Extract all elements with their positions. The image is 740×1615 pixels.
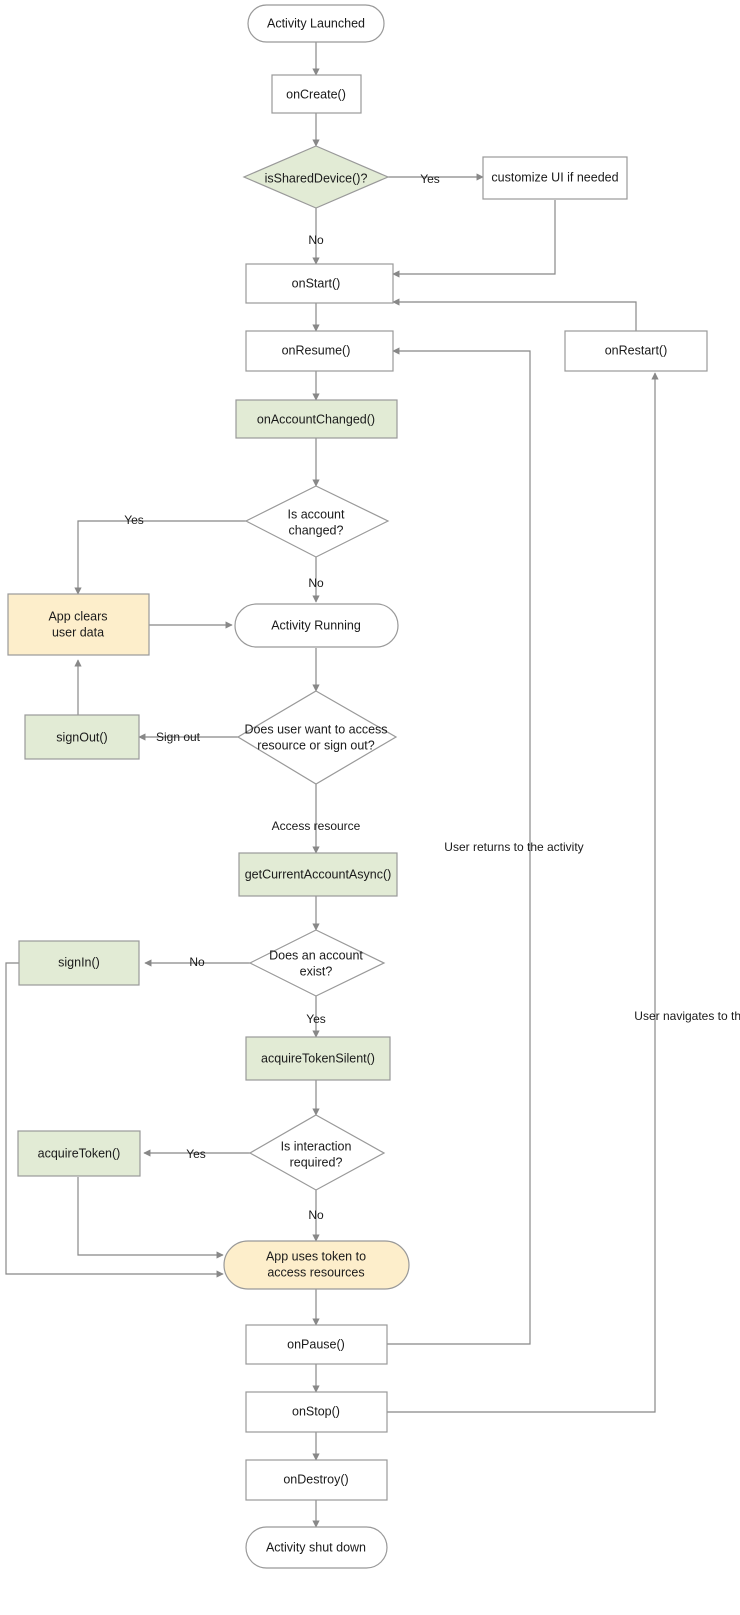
node-getcurrentaccountasync[interactable]: getCurrentAccountAsync() — [238, 852, 398, 897]
edge-label-access-resource: Access resource — [272, 819, 361, 833]
node-isshareddevice-label: isSharedDevice()? — [265, 171, 368, 185]
node-ondestroy-label: onDestroy() — [283, 1472, 348, 1486]
edge-label-user-returns: User returns to the activity — [444, 840, 583, 854]
node-doesuserwant-label-line1: Does user want to access — [244, 722, 387, 736]
node-app-uses-token[interactable]: App uses token to access resources — [223, 1240, 410, 1290]
node-doesuserwant-label-line2: resource or sign out? — [257, 738, 374, 752]
node-app-clears-label-line1: App clears — [48, 609, 107, 623]
node-isaccountchanged-label-line1: Is account — [288, 507, 346, 521]
node-acquiretoken[interactable]: acquireToken() — [17, 1130, 141, 1177]
node-ondestroy[interactable]: onDestroy() — [245, 1459, 388, 1501]
node-onstop[interactable]: onStop() — [245, 1391, 388, 1433]
node-signout[interactable]: signOut() — [24, 714, 140, 760]
node-acquiretoken-label: acquireToken() — [38, 1146, 121, 1160]
node-onresume[interactable]: onResume() — [245, 330, 394, 372]
edge-label-interaction-required-yes: Yes — [186, 1147, 206, 1161]
edge-onstop-to-onrestart — [387, 372, 659, 1413]
edge-label-interaction-required-no: No — [308, 1208, 324, 1222]
edge-onrestart-to-onstart — [392, 298, 637, 331]
edge-label-account-changed-no: No — [308, 576, 324, 590]
node-doesaccountexist-label-line2: exist? — [300, 964, 333, 978]
edge-label-shared-device-no: No — [308, 233, 324, 247]
node-signin-label: signIn() — [58, 955, 100, 969]
edge-labels-layer: Yes No Yes No Sign out Access resource N… — [124, 172, 740, 1222]
node-onrestart-label: onRestart() — [605, 343, 668, 357]
node-doesaccountexist-decision[interactable]: Does an account exist? — [248, 929, 386, 997]
node-oncreate-label: onCreate() — [286, 87, 346, 101]
node-onresume-label: onResume() — [282, 343, 351, 357]
node-acquiretokensilent-label: acquireTokenSilent() — [261, 1051, 375, 1065]
node-onpause-label: onPause() — [287, 1337, 345, 1351]
edge-label-shared-device-yes: Yes — [420, 172, 440, 186]
node-isshareddevice-decision[interactable]: isSharedDevice()? — [242, 145, 390, 209]
node-signin[interactable]: signIn() — [18, 940, 140, 986]
node-app-clears-user-data[interactable]: App clears user data — [7, 593, 150, 656]
node-customize-ui-label: customize UI if needed — [491, 170, 618, 184]
node-getcurrentaccountasync-label: getCurrentAccountAsync() — [245, 867, 392, 881]
node-activity-running[interactable]: Activity Running — [234, 603, 399, 648]
node-isinteractionrequired-label-line1: Is interaction — [281, 1139, 352, 1153]
node-isaccountchanged-label-line2: changed? — [289, 523, 344, 537]
node-app-clears-label-line2: user data — [52, 625, 104, 639]
node-doesaccountexist-label-line1: Does an account — [269, 948, 363, 962]
edge-isaccountchanged-yes-to-appclears — [74, 520, 246, 595]
edge-label-user-navigates: User navigates to the activity — [634, 1009, 740, 1023]
node-onrestart[interactable]: onRestart() — [564, 330, 708, 372]
node-onpause[interactable]: onPause() — [245, 1324, 388, 1365]
edge-label-account-changed-yes: Yes — [124, 513, 144, 527]
node-oncreate[interactable]: onCreate() — [271, 74, 362, 114]
node-app-uses-token-label-line1: App uses token to — [266, 1249, 366, 1263]
node-isinteractionrequired-decision[interactable]: Is interaction required? — [248, 1114, 386, 1191]
edge-label-account-exist-yes: Yes — [306, 1012, 326, 1026]
edge-customize-to-onstart — [392, 200, 556, 278]
node-activity-running-label: Activity Running — [271, 618, 361, 632]
node-onaccountchanged[interactable]: onAccountChanged() — [235, 399, 398, 439]
node-isinteractionrequired-label-line2: required? — [290, 1155, 343, 1169]
node-activity-shut-down[interactable]: Activity shut down — [245, 1526, 388, 1569]
node-signout-label: signOut() — [56, 730, 107, 744]
edge-onpause-to-onresume — [387, 347, 531, 1345]
node-onaccountchanged-label: onAccountChanged() — [257, 412, 375, 426]
edge-label-sign-out: Sign out — [156, 730, 201, 744]
edge-signin-to-appusestoken — [5, 962, 224, 1278]
node-onstart-label: onStart() — [292, 276, 341, 290]
node-activity-launched[interactable]: Activity Launched — [247, 4, 385, 43]
node-activity-launched-label: Activity Launched — [267, 16, 365, 30]
edge-label-account-exist-no: No — [189, 955, 205, 969]
edges-layer — [5, 42, 659, 1528]
node-activity-shut-down-label: Activity shut down — [266, 1540, 366, 1554]
node-acquiretokensilent[interactable]: acquireTokenSilent() — [245, 1036, 391, 1081]
nodes-layer: Activity Launched onCreate() isSharedDev… — [7, 4, 708, 1569]
node-onstop-label: onStop() — [292, 1404, 340, 1418]
node-customize-ui[interactable]: customize UI if needed — [482, 156, 628, 200]
node-app-uses-token-label-line2: access resources — [267, 1265, 364, 1279]
node-onstart[interactable]: onStart() — [245, 263, 394, 304]
node-doesuserwant-decision[interactable]: Does user want to access resource or sig… — [236, 690, 398, 785]
node-isaccountchanged-decision[interactable]: Is account changed? — [244, 485, 390, 558]
edge-acquiretoken-to-appusestoken — [77, 1177, 224, 1259]
